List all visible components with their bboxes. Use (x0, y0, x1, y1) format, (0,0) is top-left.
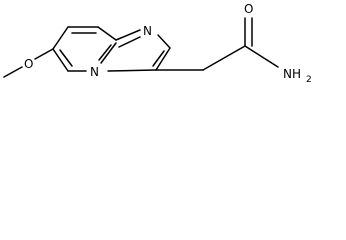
atom-n4-label: N (90, 65, 99, 79)
bond-c8a-n1-double (118, 36, 141, 48)
bond-o-ch3 (3, 66, 23, 78)
bond-c2-c3 (155, 47, 171, 71)
bond-co-n (244, 45, 279, 68)
bond-c6-c5 (52, 48, 69, 72)
atom-n1-label: N (143, 24, 152, 38)
bond-c7-c6 (52, 26, 69, 50)
atom-carbonyl-o-label: O (244, 2, 253, 16)
bond-n4-c8a (100, 42, 117, 64)
bond-c8a-c8 (97, 26, 117, 41)
chemical-structure: N N O O NH 2 (3, 2, 312, 85)
bond-c3-n4 (107, 69, 157, 72)
atom-amide-n-label: NH (283, 67, 301, 81)
bond-c8a-n1 (115, 29, 141, 41)
atom-ether-o-label: O (24, 57, 33, 71)
atom-amide-h-subscript: 2 (306, 75, 312, 85)
bond-c8a-n4-inner (98, 44, 112, 61)
bond-c6-o (34, 48, 54, 60)
bond-ch2-co (202, 45, 246, 71)
bond-c6-c5-double (59, 49, 73, 67)
bond-n1-c2 (157, 34, 171, 49)
bond-c2-c3-double (152, 50, 165, 67)
